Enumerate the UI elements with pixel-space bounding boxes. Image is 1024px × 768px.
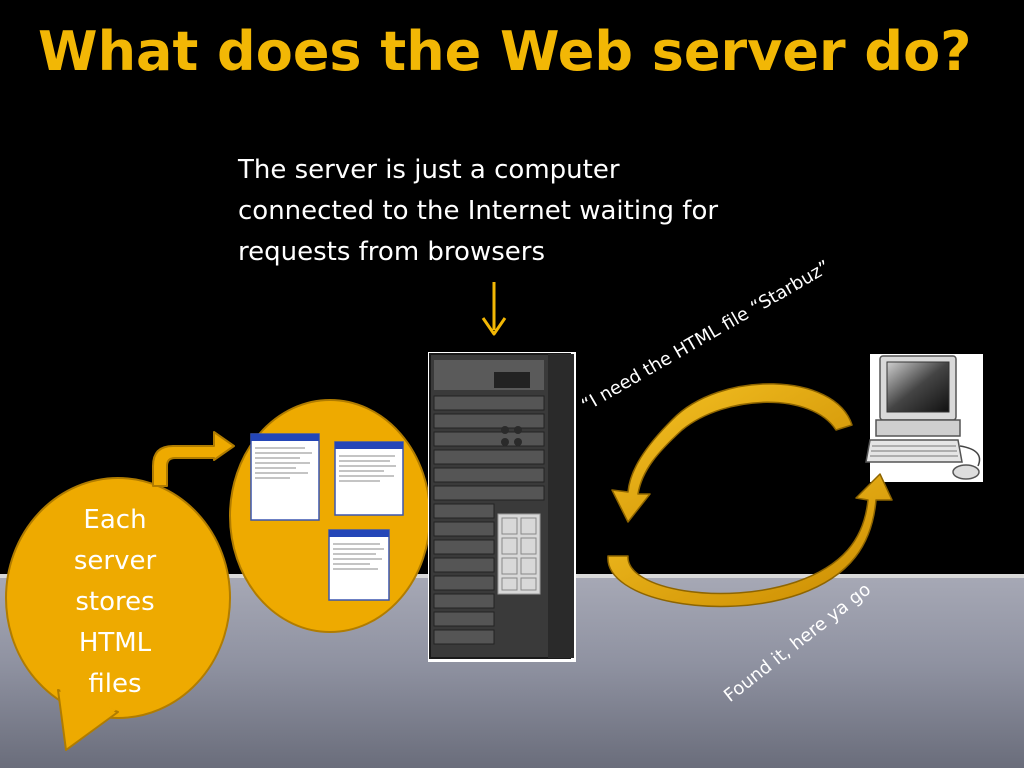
desktop-computer-icon	[865, 354, 983, 482]
description-line: connected to the Internet waiting for	[238, 196, 719, 226]
down-arrow-icon	[481, 282, 507, 336]
bubble-line: stores	[75, 587, 155, 617]
server-description: The server is just a computer connected …	[238, 150, 778, 273]
html-file-icon	[328, 529, 390, 601]
html-file-icon	[250, 433, 320, 521]
description-line: The server is just a computer	[238, 155, 620, 185]
description-line: requests from browsers	[238, 237, 545, 267]
bubble-line: server	[73, 546, 157, 576]
bubble-line: Each	[83, 505, 147, 535]
curved-arrow-icon	[607, 473, 893, 608]
bubble-text: Each server stores HTML files	[40, 500, 190, 705]
server-rack-icon	[428, 352, 576, 662]
bubble-line: HTML	[78, 628, 152, 658]
html-file-icon	[334, 441, 404, 516]
bent-arrow-icon	[152, 431, 235, 487]
slide-title: What does the Web server do?	[38, 20, 972, 83]
bubble-line: files	[88, 669, 142, 699]
speech-bubble	[5, 477, 231, 751]
curved-arrow-icon	[611, 383, 853, 523]
